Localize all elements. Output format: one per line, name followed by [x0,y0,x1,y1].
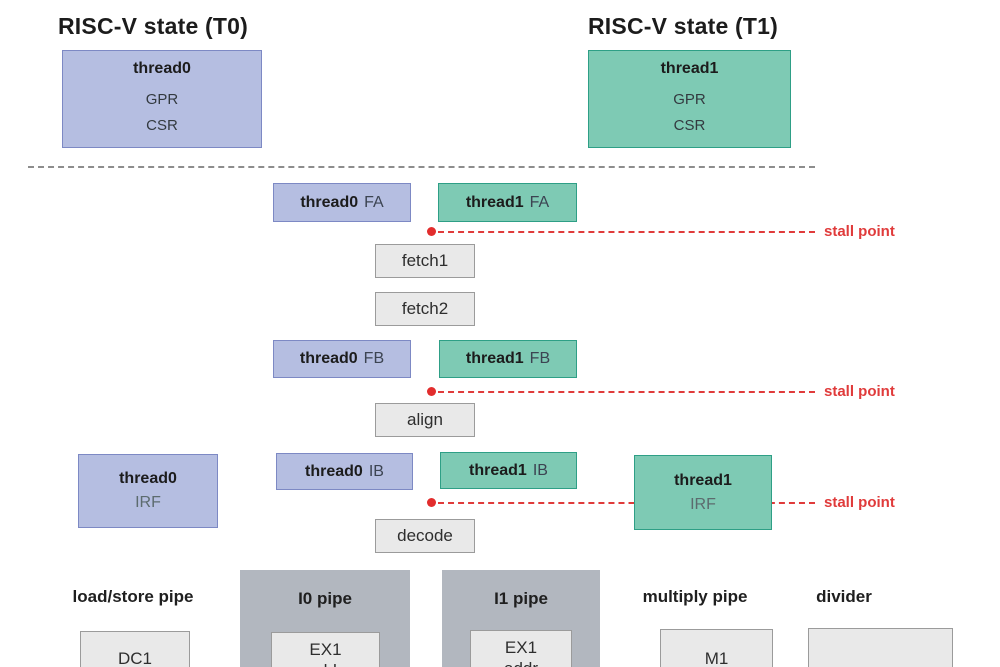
align-stage-box: align [375,403,475,437]
dc1-stage-label: DC1 [117,649,152,667]
thread1-ib-name: thread1 [469,461,527,479]
stall-line [438,231,815,233]
i1-ex1-line2: addr [504,658,538,667]
thread0-ib-name: thread0 [305,462,363,480]
divider-pipe-label: divider [816,587,872,606]
thread1-irf-name: thread1 [674,471,732,489]
dc1-stage-box: DC1 [80,631,190,667]
thread0-gpr-label: GPR [145,91,179,108]
thread0-ib-tag: IB [368,462,384,480]
thread0-fa-name: thread0 [300,193,359,211]
thread0-fb-name: thread0 [299,350,358,367]
thread1-irf-tag: IRF [690,495,716,513]
thread1-fb-tag: FB [529,350,551,367]
stall-dot-icon [427,387,436,396]
fetch2-stage-box: fetch2 [375,292,475,326]
thread0-irf-name: thread0 [119,470,177,487]
thread0-state-title: thread0 [133,60,191,77]
thread0-state-box: thread0 GPR CSR [62,50,262,148]
stall-dot-icon [427,498,436,507]
state-separator-line [28,166,815,168]
m1-stage-label: M1 [704,649,729,667]
stall-point-label: stall point [824,494,895,511]
thread1-ib-tag: IB [532,461,548,479]
stall-dot-icon [427,227,436,236]
stall-point-label: stall point [824,223,895,240]
m1-stage-box: M1 [660,629,773,667]
divider-box [808,628,953,667]
thread1-fa-tag: FA [529,193,550,211]
thread1-fb-name: thread1 [465,350,524,367]
thread0-fb-box: thread0 FB [273,340,411,378]
risc-v-state-t0-title: RISC-V state (T0) [58,13,248,39]
i1-pipe-label: I1 pipe [494,589,548,608]
thread0-fa-tag: FA [364,193,384,211]
thread1-irf-box: thread1 IRF [634,455,772,530]
multiply-pipe-label: multiply pipe [642,587,748,606]
i0-pipe-label: I0 pipe [298,589,352,608]
thread1-fa-name: thread1 [465,193,524,211]
i0-ex1-stage-box: EX1 addr [271,632,380,667]
thread0-fb-tag: FB [363,350,385,367]
fetch1-stage-box: fetch1 [375,244,475,278]
stall-point-label: stall point [824,383,895,400]
thread0-ib-box: thread0 IB [276,453,413,490]
thread0-fa-box: thread0 FA [273,183,411,222]
i1-ex1-line1: EX1 [504,638,538,657]
thread1-state-title: thread1 [660,60,719,77]
thread0-irf-box: thread0 IRF [78,454,218,528]
thread1-gpr-label: GPR [673,91,706,108]
i1-ex1-stage-box: EX1 addr [470,630,572,667]
thread0-irf-tag: IRF [135,494,161,511]
i0-ex1-line1: EX1 [309,640,342,659]
thread1-state-box: thread1 GPR CSR [588,50,791,148]
thread1-fa-box: thread1 FA [438,183,577,222]
thread1-fb-box: thread1 FB [439,340,577,378]
stall-line [438,502,815,504]
thread1-csr-label: CSR [673,117,706,134]
decode-stage-box: decode [375,519,475,553]
thread1-ib-box: thread1 IB [440,452,577,489]
load-store-pipe-label: load/store pipe [72,587,194,606]
stall-line [438,391,815,393]
risc-v-state-t1-title: RISC-V state (T1) [588,13,778,39]
i0-ex1-line2: addr [308,660,342,667]
thread0-csr-label: CSR [146,117,178,134]
